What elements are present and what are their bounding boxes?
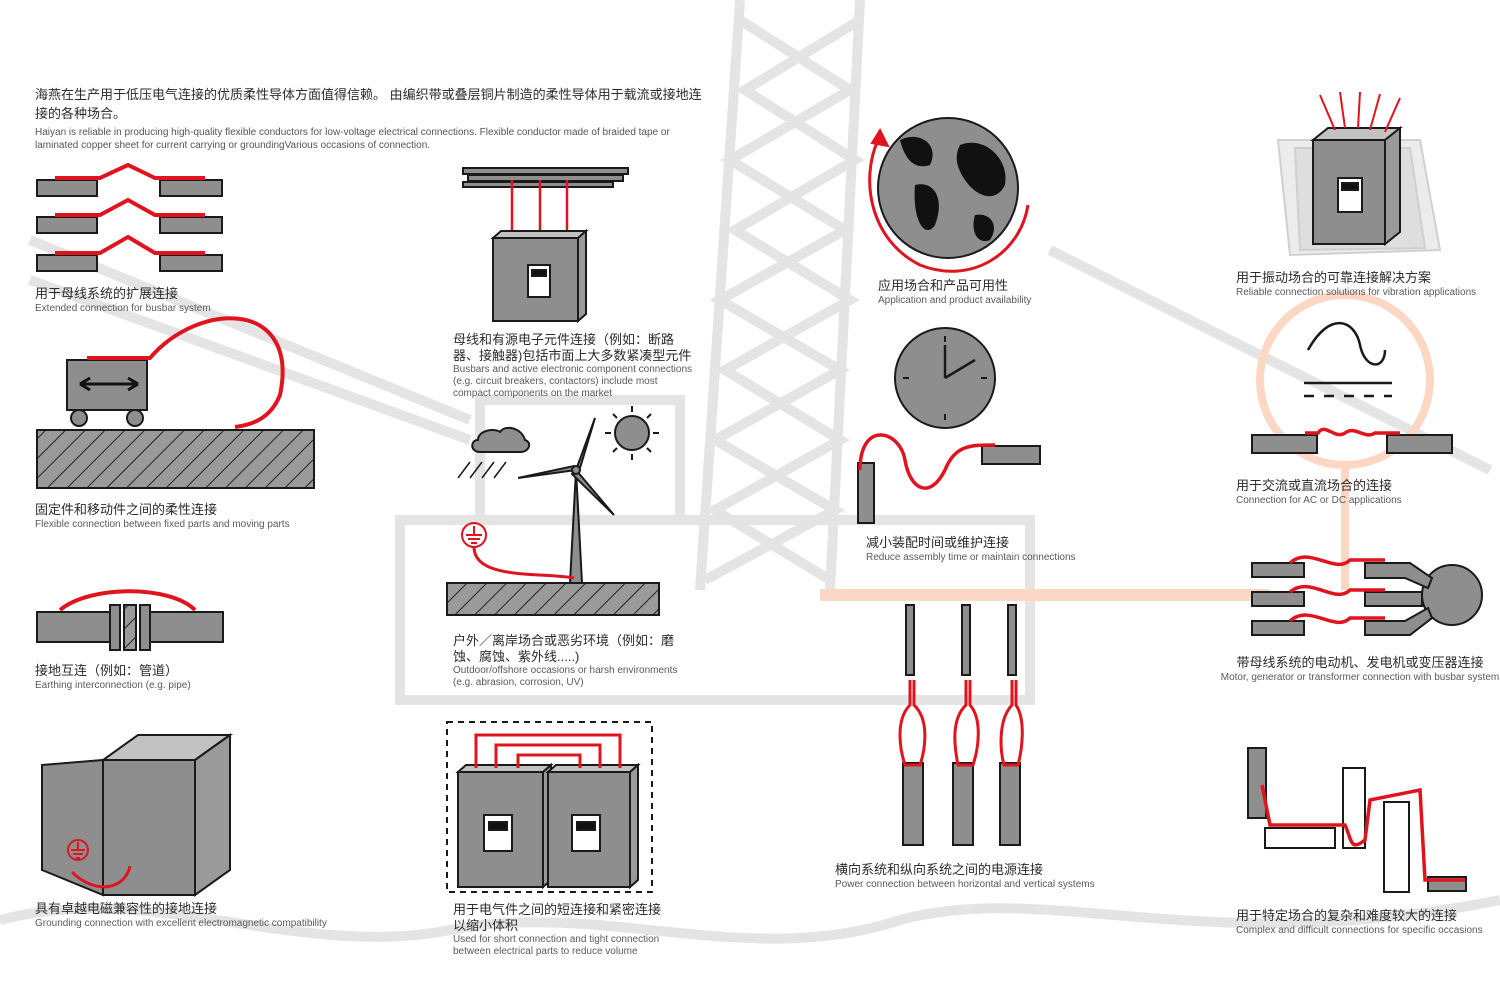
- complex-figure: [1247, 747, 1467, 893]
- caption-en: Used for short connection and tight conn…: [453, 934, 660, 958]
- intro-zh: 海燕在生产用于低压电气连接的优质柔性导体方面值得信赖。 由编织带或叠层铜片制造的…: [35, 87, 702, 121]
- intro-en: Haiyan is reliable in producing high-qua…: [35, 126, 670, 151]
- caption-zh: 减小装配时间或维护连接: [866, 535, 1010, 550]
- caption-en: Power connection between horizontal and …: [835, 878, 1095, 890]
- caption-zh: 用于特定场合的复杂和难度较大的连接: [1236, 908, 1458, 923]
- caption-vibration: 用于振动场合的可靠连接解决方案 Reliable connection solu…: [1236, 270, 1476, 299]
- caption-zh: 固定件和移动件之间的柔性连接: [35, 502, 218, 517]
- caption-en: Grounding connection with excellent elec…: [35, 917, 327, 929]
- intro-text: 海燕在生产用于低压电气连接的优质柔性导体方面值得信赖。 由编织带或叠层铜片制造的…: [35, 86, 705, 152]
- caption-en: Connection for AC or DC applications: [1236, 494, 1402, 506]
- caption-en: Busbars and active electronic component …: [453, 364, 693, 400]
- caption-zh: 应用场合和产品可用性: [878, 278, 1009, 293]
- caption-short-connection: 用于电气件之间的短连接和紧密连接以缩小体积 Used for short con…: [453, 902, 668, 958]
- vibration-figure: [1276, 91, 1442, 257]
- ac-dc-figure: [1251, 321, 1453, 454]
- caption-en: Extended connection for busbar system: [35, 302, 211, 314]
- clock-figure: [857, 327, 1041, 524]
- caption-outdoor: 户外／离岸场合或恶劣环境（例如：磨蚀、腐蚀、紫外线.....) Outdoor/…: [453, 633, 693, 689]
- outdoor-figure: [446, 406, 660, 616]
- background-tower: [0, 0, 1500, 944]
- caption-en: Application and product availability: [878, 294, 1032, 306]
- caption-zh: 横向系统和纵向系统之间的电源连接: [835, 862, 1044, 877]
- motor-figure: [1251, 555, 1483, 636]
- caption-complex: 用于特定场合的复杂和难度较大的连接 Complex and difficult …: [1236, 908, 1483, 937]
- fixed-moving-figure: [36, 316, 315, 489]
- caption-zh: 用于交流或直流场合的连接: [1236, 478, 1393, 493]
- caption-motor-generator: 带母线系统的电动机、发电机或变压器连接 Motor, generator or …: [1220, 655, 1500, 684]
- caption-zh: 户外／离岸场合或恶劣环境（例如：磨蚀、腐蚀、紫外线.....): [453, 633, 675, 664]
- horizontal-vertical-figure: [898, 604, 1024, 846]
- caption-application: 应用场合和产品可用性 Application and product avail…: [878, 278, 1031, 307]
- busbar-component-figure: [462, 167, 629, 324]
- caption-zh: 具有卓越电磁兼容性的接地连接: [35, 901, 218, 916]
- caption-ac-dc: 用于交流或直流场合的连接 Connection for AC or DC app…: [1236, 478, 1402, 507]
- caption-zh: 用于母线系统的扩展连接: [35, 286, 179, 301]
- caption-en: Flexible connection between fixed parts …: [35, 518, 290, 530]
- caption-busbar-components: 母线和有源电子元件连接（例如：断路器、接触器)包括市面上大多数紧凑型元件 Bus…: [453, 332, 698, 400]
- caption-fixed-moving: 固定件和移动件之间的柔性连接 Flexible connection betwe…: [35, 502, 290, 531]
- emc-cabinet-figure: [41, 733, 234, 897]
- caption-zh: 接地互连（例如：管道）: [35, 663, 179, 678]
- caption-earthing-pipe: 接地互连（例如：管道） Earthing interconnection (e.…: [35, 663, 191, 692]
- earthing-pipe-figure: [36, 589, 224, 651]
- caption-en: Complex and difficult connections for sp…: [1236, 924, 1483, 936]
- caption-en: Outdoor/offshore occasions or harsh envi…: [453, 665, 678, 689]
- caption-assembly-time: 减小装配时间或维护连接 Reduce assembly time or main…: [866, 535, 1076, 564]
- caption-zh: 带母线系统的电动机、发电机或变压器连接: [1236, 655, 1484, 670]
- caption-en: Earthing interconnection (e.g. pipe): [35, 679, 191, 691]
- busbar-extension-figure: [36, 162, 223, 272]
- caption-busbar-extension: 用于母线系统的扩展连接 Extended connection for busb…: [35, 286, 211, 315]
- short-connection-figure: [446, 721, 653, 893]
- caption-en: Reliable connection solutions for vibrat…: [1236, 286, 1477, 298]
- caption-zh: 用于振动场合的可靠连接解决方案: [1236, 270, 1432, 285]
- caption-emc-grounding: 具有卓越电磁兼容性的接地连接 Grounding connection with…: [35, 901, 327, 930]
- caption-en: Reduce assembly time or maintain connect…: [866, 551, 1076, 563]
- caption-horizontal-vertical: 横向系统和纵向系统之间的电源连接 Power connection betwee…: [835, 862, 1095, 891]
- caption-zh: 母线和有源电子元件连接（例如：断路器、接触器)包括市面上大多数紧凑型元件: [453, 332, 692, 363]
- caption-zh: 用于电气件之间的短连接和紧密连接以缩小体积: [453, 902, 662, 933]
- caption-en: Motor, generator or transformer connecti…: [1220, 671, 1500, 683]
- globe-figure: [868, 117, 1030, 273]
